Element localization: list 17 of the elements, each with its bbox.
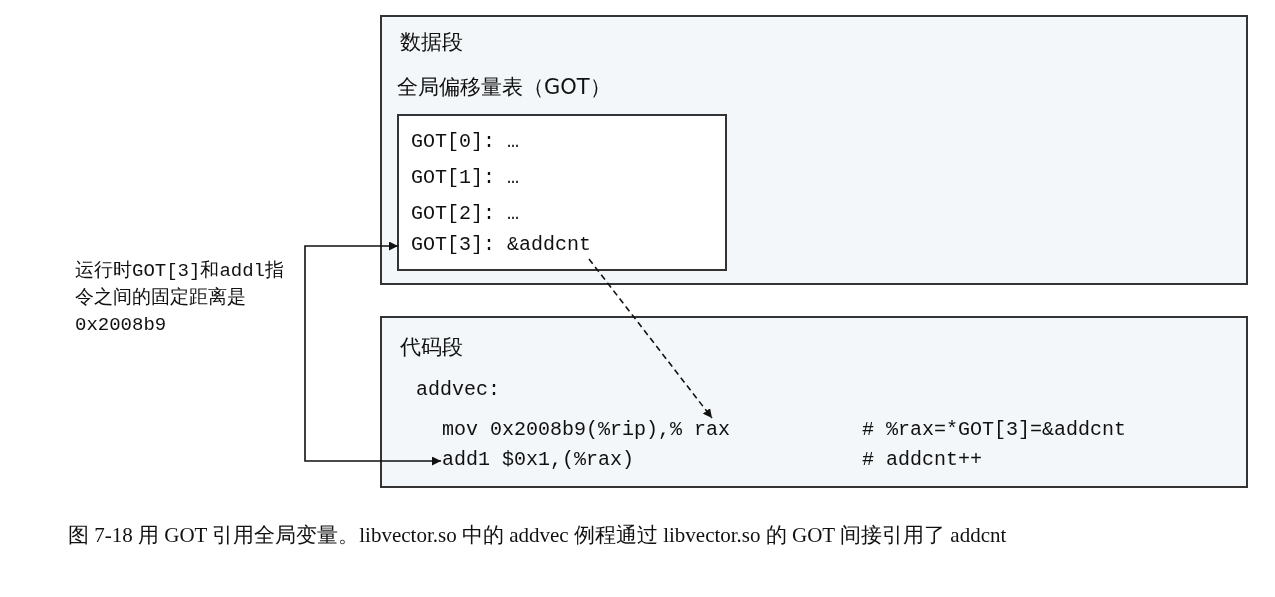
code-comment: # %rax=*GOT[3]=&addcnt <box>862 418 1127 442</box>
table-entry: GOT[1]: … <box>411 166 520 190</box>
segment-box <box>380 15 1248 285</box>
code-label: addvec: <box>416 378 500 402</box>
segment-title: 代码段 <box>400 334 463 360</box>
dashed-arrow <box>588 258 713 419</box>
arrow <box>304 241 442 466</box>
table-entry: GOT[3]: &addcnt <box>411 233 592 257</box>
code-comment: # addcnt++ <box>862 448 983 472</box>
segment-title: 数据段 <box>400 29 463 55</box>
table-entry: GOT[0]: … <box>411 130 520 154</box>
table-entry: GOT[2]: … <box>411 202 520 226</box>
code-line: add1 $0x1,(%rax) <box>442 448 635 472</box>
figure-caption: 图 7-18 用 GOT 引用全局变量。libvector.so 中的 addvec 例程通过 libvector.so 的 GOT 间接引用了 addcnt <box>68 522 1008 549</box>
segment-box <box>380 316 1248 488</box>
table-heading: 全局偏移量表（GOT） <box>397 74 611 100</box>
code-line: mov 0x2008b9(%rip),% rax <box>442 418 731 442</box>
